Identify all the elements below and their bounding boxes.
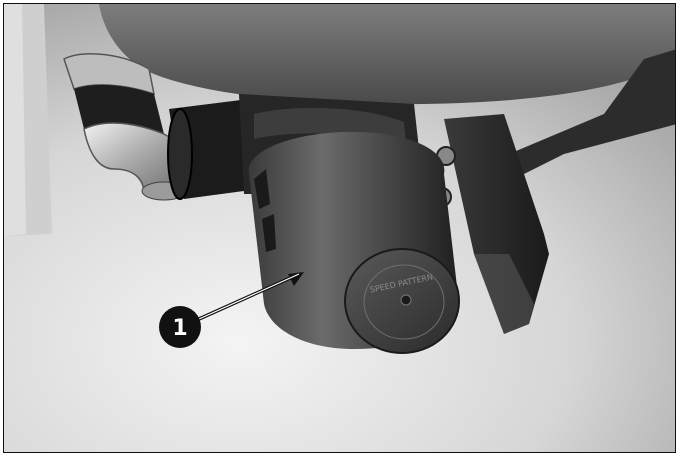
cap-center [400, 294, 412, 306]
callout-badge: 1 [159, 306, 201, 348]
filter-photo: SPEED PATTERN 1 [4, 4, 675, 452]
mounting-plate [444, 114, 549, 334]
callout-number: 1 [172, 316, 187, 341]
hose [74, 84, 164, 134]
photo-frame: SPEED PATTERN 1 [3, 3, 676, 453]
bracket-arm [509, 49, 675, 174]
tank [99, 4, 675, 105]
